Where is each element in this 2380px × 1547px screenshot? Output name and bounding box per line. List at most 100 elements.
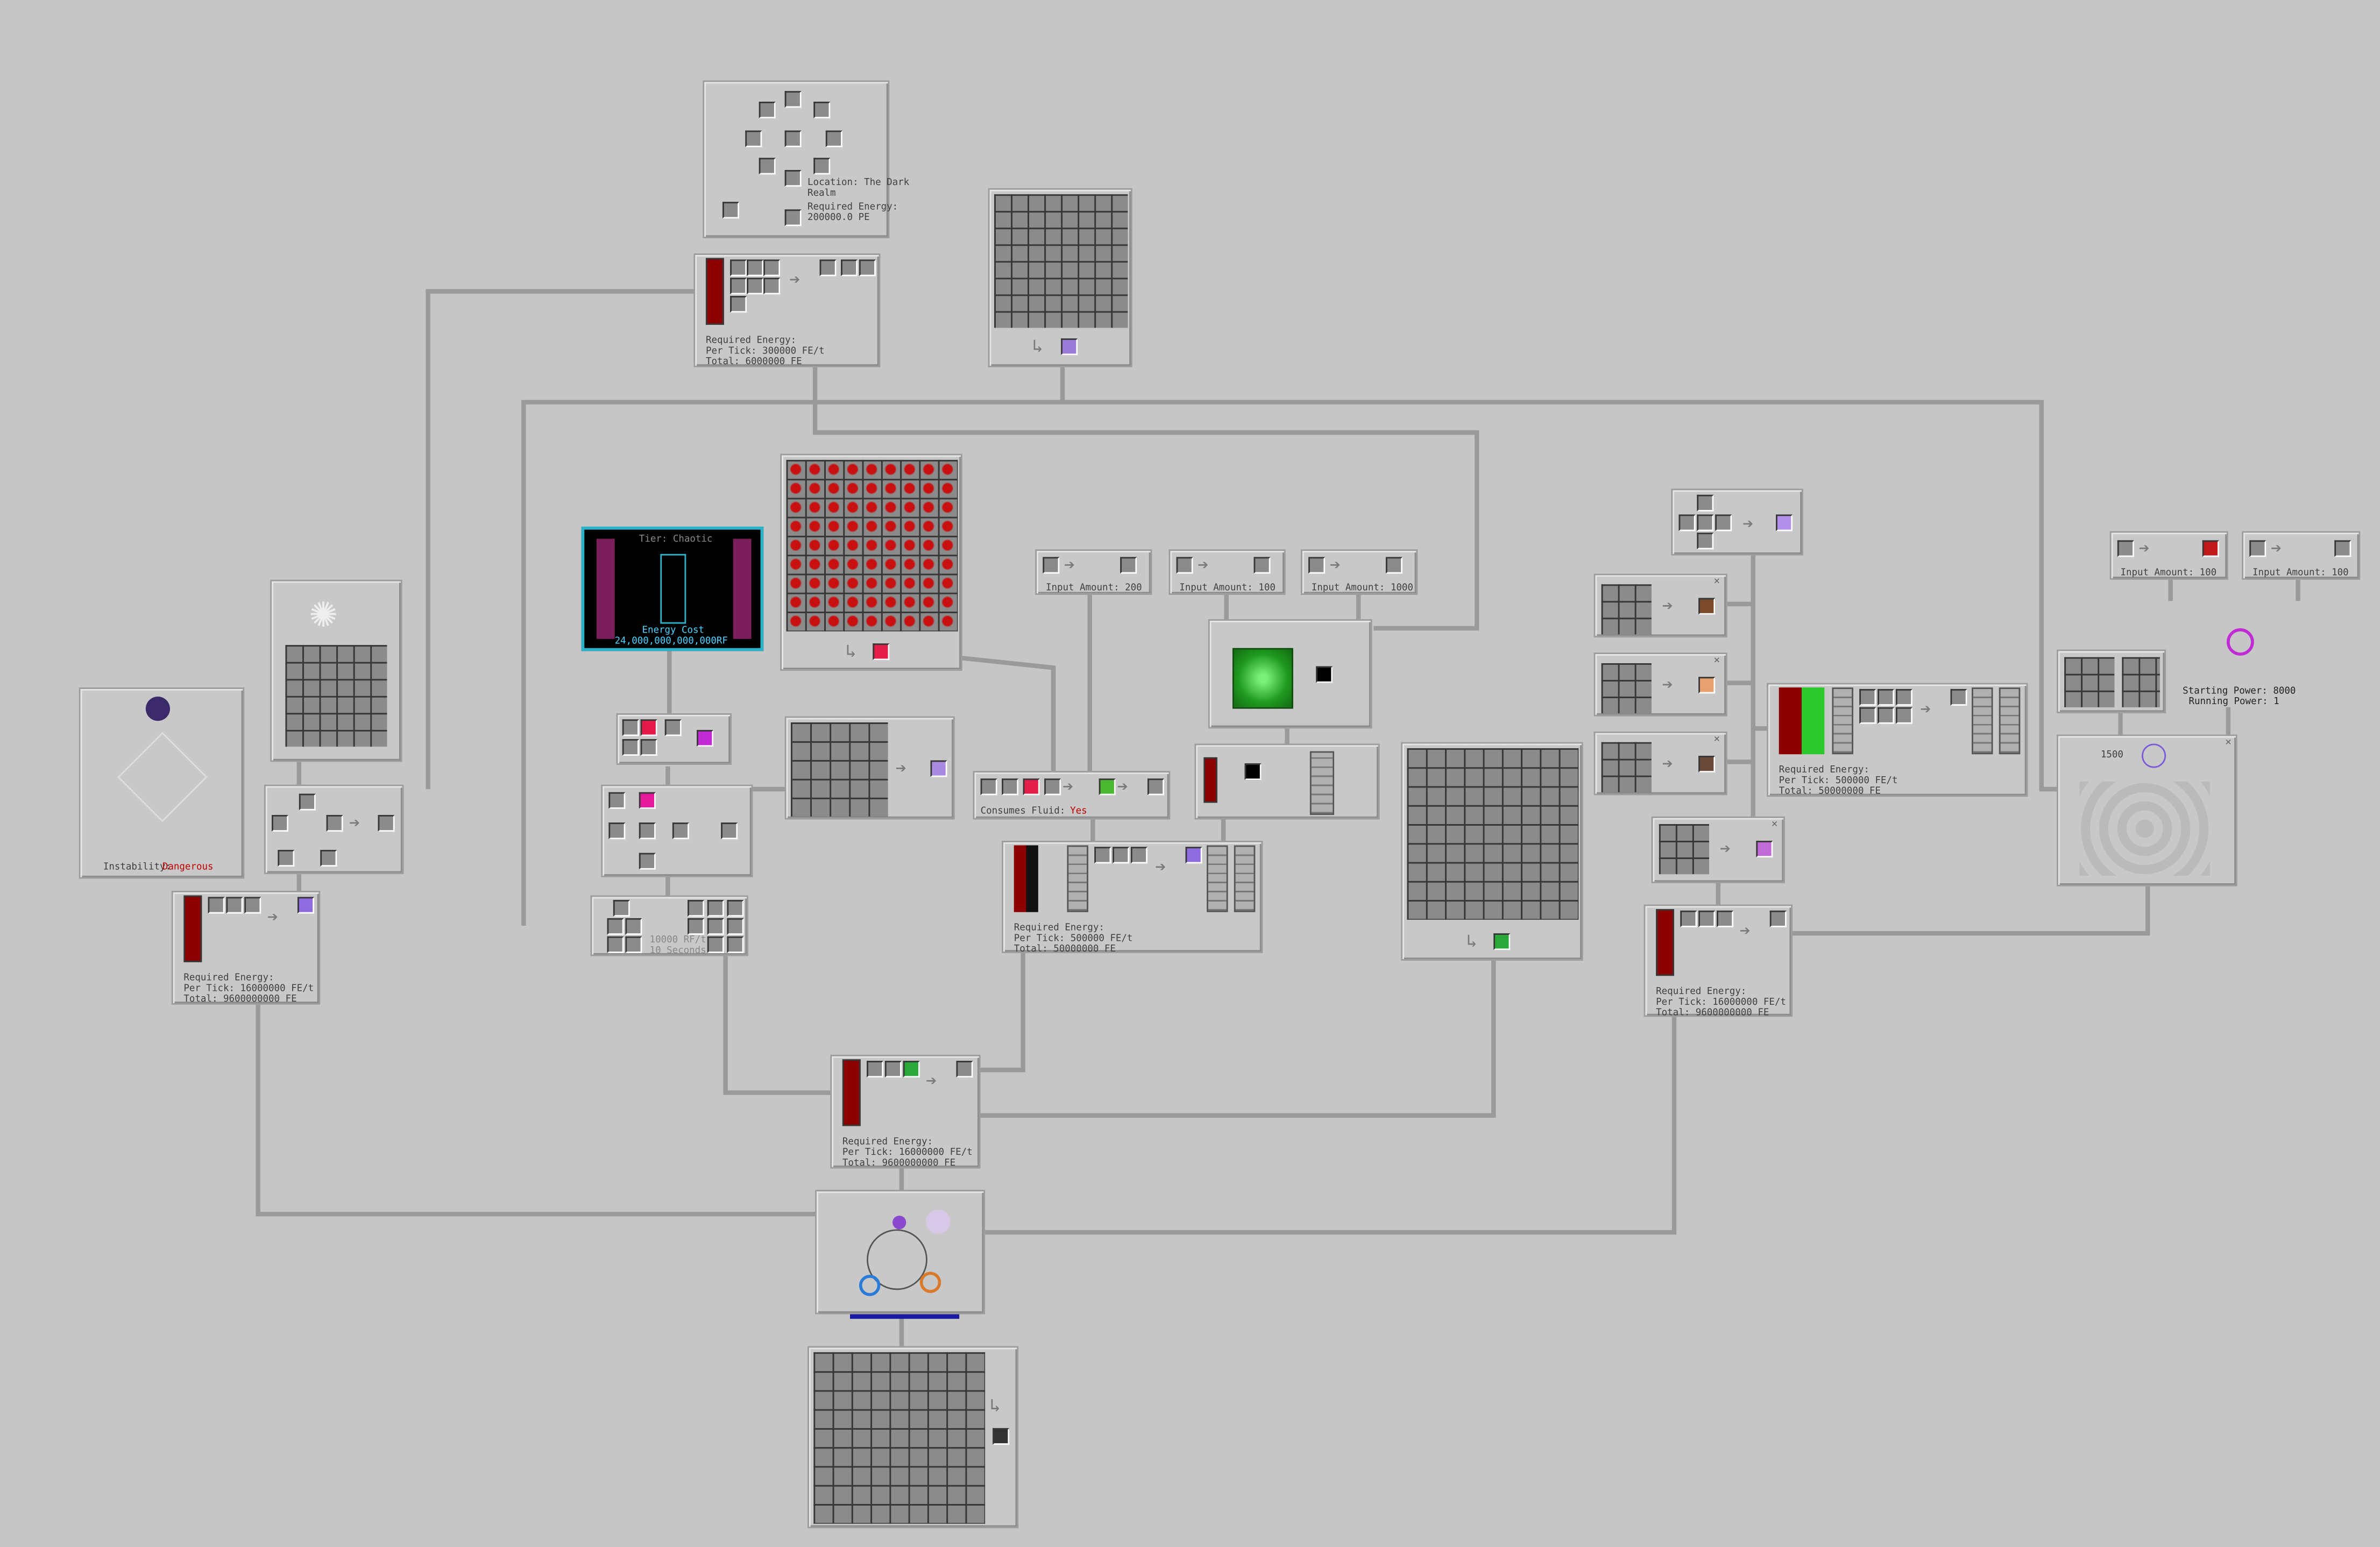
fusion-ingredient-slot[interactable] [903,1061,920,1078]
assembler-output-slot[interactable] [688,918,705,935]
ritual-input-slot[interactable] [825,130,842,147]
ritual-energy-slot[interactable] [784,209,802,226]
crafting-grid[interactable] [994,194,1128,328]
grinder-output-slot[interactable] [2202,540,2219,557]
fusion-ingredient-slot[interactable] [1698,910,1716,927]
grinder-output-slot[interactable] [1385,557,1402,574]
fusion-ingredient-slot[interactable] [1094,847,1111,864]
crafting-grid[interactable] [790,722,888,817]
ritual-catalyst-slot[interactable] [784,169,802,187]
fusion-ingredient-slot[interactable] [1895,707,1912,724]
altar-input-slot[interactable] [1697,533,1714,550]
mixer-input-slot[interactable] [1023,778,1040,796]
mixer-input-slot[interactable] [980,778,997,796]
fusion-ingredient-slot[interactable] [208,897,225,914]
assembler-output-slot[interactable] [727,936,744,953]
fusion-ingredient-slot[interactable] [867,1061,884,1078]
fusion-ingredient-slot[interactable] [1113,847,1130,864]
fusion-ingredient-slot[interactable] [747,259,764,276]
mixer-input-slot[interactable] [1002,778,1019,796]
crafting-output-slot[interactable] [1493,933,1511,950]
close-icon[interactable]: × [1713,654,1720,666]
crafting-grid[interactable] [1601,663,1652,714]
crafting-output-slot[interactable] [1061,338,1078,356]
fusion-output-slot[interactable] [819,259,837,276]
fusion-output-slot[interactable] [297,897,315,914]
grinder-output-slot[interactable] [1120,557,1137,574]
crafting-output-slot[interactable] [1698,677,1716,694]
assembler-input-slot[interactable] [607,918,624,935]
crafting-output-slot[interactable] [1698,756,1716,773]
crafting-input-slot[interactable] [326,815,343,832]
assembler-output-slot[interactable] [707,918,724,935]
fusion-output-slot[interactable] [956,1061,973,1078]
crafting-output-slot[interactable] [873,643,890,661]
crafting-grid[interactable] [813,1352,986,1524]
assembler-input-slot[interactable] [625,918,642,935]
mixer-input-slot[interactable] [1044,778,1061,796]
ritual-output-slot[interactable] [722,202,740,219]
assembler-input-slot[interactable] [625,936,642,953]
fusion-ingredient-slot[interactable] [1895,689,1912,706]
assembler-input-slot[interactable] [613,900,630,917]
close-icon[interactable]: × [2225,736,2232,748]
crafting-input-slot[interactable] [622,719,639,736]
altar-input-slot[interactable] [1697,514,1714,531]
fusion-ingredient-slot[interactable] [884,1061,902,1078]
compressor-output-slot[interactable] [721,822,738,840]
fusion-output-slot[interactable] [1769,910,1787,927]
fusion-ingredient-slot[interactable] [747,278,764,295]
mixer-output-slot[interactable] [1147,778,1165,796]
altar-input-slot[interactable] [1678,514,1696,531]
fusion-ingredient-slot[interactable] [1859,689,1876,706]
crafting-grid[interactable] [1407,748,1579,920]
grinder-input-slot[interactable] [2117,540,2134,557]
ritual-center-slot[interactable] [784,130,802,147]
assembler-output-slot[interactable] [727,900,744,917]
ritual-input-slot[interactable] [813,102,831,119]
crafting-input-slot[interactable] [278,849,295,867]
fusion-ingredient-slot[interactable] [763,278,781,295]
grinder-input-slot[interactable] [1176,557,1193,574]
fusion-ingredient-slot[interactable] [1717,910,1734,927]
crafting-grid[interactable] [1601,584,1652,635]
compressor-slot[interactable] [672,822,689,840]
fusion-output-slot[interactable] [859,259,876,276]
fusion-ingredient-slot[interactable] [1680,910,1697,927]
fusion-ingredient-slot[interactable] [226,897,243,914]
crafting-input-slot[interactable] [664,719,682,736]
fusion-ingredient-slot[interactable] [244,897,261,914]
fusion-ingredient-slot[interactable] [1878,707,1895,724]
crafting-output-slot[interactable] [930,760,947,777]
compressor-slot[interactable] [639,792,656,809]
close-icon[interactable]: × [1713,575,1720,587]
compressor-slot[interactable] [639,822,656,840]
crafting-input-slot[interactable] [272,815,289,832]
crafting-output-slot[interactable] [378,815,395,832]
grinder-output-slot[interactable] [2334,540,2351,557]
fusion-output-slot[interactable] [1185,847,1202,864]
crafting-grid[interactable] [2122,657,2160,707]
mixer-fluid-slot[interactable] [1099,778,1116,796]
crafting-grid[interactable] [2064,657,2115,707]
fusion-ingredient-slot[interactable] [1130,847,1148,864]
ritual-input-slot[interactable] [813,158,831,175]
altar-input-slot[interactable] [1697,494,1714,512]
crafting-grid[interactable] [1601,742,1652,792]
close-icon[interactable]: × [1713,733,1720,746]
compressor-slot[interactable] [608,822,626,840]
fusion-ingredient-slot[interactable] [1859,707,1876,724]
assembler-output-slot[interactable] [727,918,744,935]
crafting-output-slot[interactable] [697,730,714,747]
fusion-ingredient-slot[interactable] [763,259,781,276]
crafting-input-slot[interactable] [640,739,657,756]
portal-output-slot[interactable] [1316,666,1333,683]
compressor-slot[interactable] [639,853,656,870]
compressor-slot[interactable] [608,792,626,809]
grinder-input-slot[interactable] [1308,557,1326,574]
crafting-grid[interactable] [786,459,958,631]
crafting-output-slot[interactable] [1756,841,1773,858]
assembler-output-slot[interactable] [707,900,724,917]
altar-output-slot[interactable] [1776,514,1793,531]
fusion-ingredient-slot[interactable] [730,296,747,313]
